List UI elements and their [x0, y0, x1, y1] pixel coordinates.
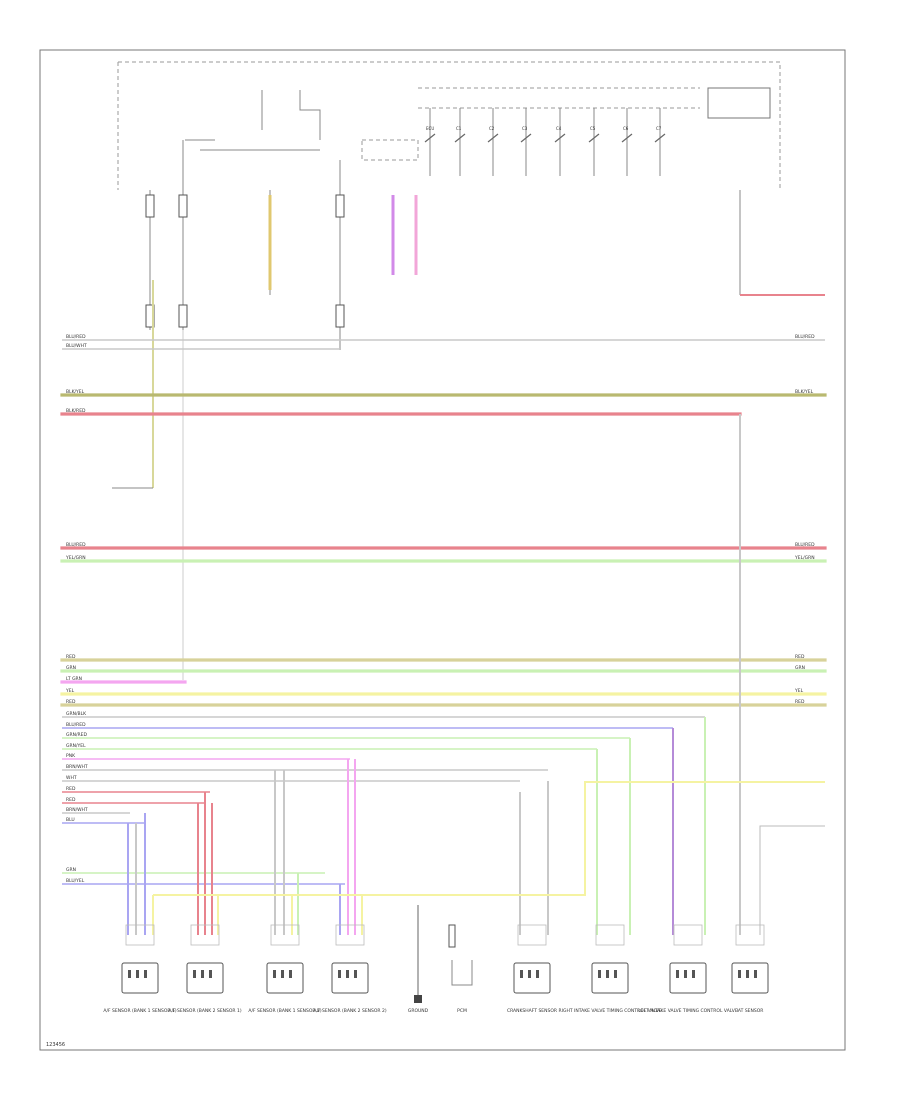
yellow-signal-wire [153, 781, 825, 896]
component: IAT SENSOR [731, 924, 769, 1014]
wire-color-label: GRN/YEL [66, 743, 86, 749]
component: GROUND [408, 905, 429, 1014]
switch-label: C1 [456, 126, 462, 131]
svg-text:CRANKSHAFT SENSOR: CRANKSHAFT SENSOR [507, 1008, 557, 1014]
svg-text:A/F SENSOR (BANK 2 SENSOR 1): A/F SENSOR (BANK 2 SENSOR 1) [168, 1008, 241, 1014]
switch-contact [454, 133, 466, 143]
switch-label: C5 [590, 126, 596, 131]
wire-color-label: BLU/WHT [66, 343, 87, 349]
switch-label: C2 [489, 126, 495, 131]
svg-text:A/F SENSOR (BANK 2 SENSOR 2): A/F SENSOR (BANK 2 SENSOR 2) [313, 1008, 386, 1014]
diagram-frame [39, 49, 846, 1051]
switch-label: C6 [623, 126, 629, 131]
wire-color-label: BLK/YEL [795, 389, 814, 395]
wire-color-label: GRN [66, 867, 76, 873]
horizontal-wire-layer: BLU/RED BLU/RED BLU/WHT BLK/YEL BLK/YEL BLK/R… [60, 334, 827, 885]
relay-box-outline [361, 87, 700, 161]
switch-contact [588, 133, 600, 143]
wire-color-label: BLU/RED [66, 334, 86, 340]
wire-color-label: BLU [66, 817, 75, 823]
wire-color-label: WHT [66, 775, 77, 781]
wire-color-label: GRN/BLK [66, 711, 87, 717]
switch-label: C3 [522, 126, 528, 131]
wire-color-label: PNK [66, 753, 76, 759]
component: A/F SENSOR (BANK 1 SENSOR 2) [248, 924, 322, 1014]
component: A/F SENSOR (BANK 2 SENSOR 2) [313, 924, 387, 1014]
wire-color-label: BLU/YEL [66, 878, 85, 884]
wire-color-label: YEL/GRN [65, 555, 86, 561]
wire-color-label: YEL/GRN [794, 555, 815, 561]
wire-color-label: YEL [65, 688, 75, 694]
control-unit-box [707, 87, 771, 119]
svg-text:RIGHT INTAKE VALVE TIMING CONT: RIGHT INTAKE VALVE TIMING CONTROL VALVE [559, 1008, 662, 1014]
switch-contact [621, 133, 633, 143]
wire-color-label: BLU/RED [66, 722, 86, 728]
switch-contact [487, 133, 499, 143]
switch-label: C7 [656, 126, 662, 131]
svg-text:A/F SENSOR (BANK 1 SENSOR 2): A/F SENSOR (BANK 1 SENSOR 2) [248, 1008, 321, 1014]
wire-color-label: BLU/RED [795, 334, 815, 340]
switch-contact [520, 133, 532, 143]
component: LEFT INTAKE VALVE TIMING CONTROL VALVE [638, 924, 738, 1014]
wire-color-label: BRN/WHT [66, 807, 88, 813]
svg-text:IAT SENSOR: IAT SENSOR [737, 1008, 764, 1014]
footer-id: 123456 [46, 1042, 65, 1048]
wire-color-label: RED [66, 797, 76, 803]
wire-color-label: RED [66, 699, 76, 705]
wire-color-label: BLU/RED [66, 542, 86, 548]
vertical-wire-layer [127, 414, 825, 935]
wire-color-label: BRN/WHT [66, 764, 88, 770]
wire-color-label: RED [795, 654, 805, 660]
wire-color-label: LT GRN [66, 676, 82, 682]
svg-text:GROUND: GROUND [408, 1008, 429, 1014]
wire-color-label: RED [795, 699, 805, 705]
component: A/F SENSOR (BANK 1 SENSOR 1) [103, 924, 177, 1014]
switch-label: C4 [556, 126, 562, 131]
component: CRANKSHAFT SENSOR [507, 924, 557, 1014]
svg-text:PCM: PCM [457, 1008, 467, 1014]
wire-color-label: RED [66, 654, 76, 660]
wire-color-label: RED [66, 786, 76, 792]
upper-left-circuit [112, 90, 825, 680]
component-layer: A/F SENSOR (BANK 1 SENSOR 1)A/F SENSOR (… [103, 905, 769, 1014]
switch-contact [424, 133, 436, 143]
svg-text:LEFT INTAKE VALVE TIMING CONTR: LEFT INTAKE VALVE TIMING CONTROL VALVE [638, 1008, 738, 1014]
wire-color-label: GRN/RED [66, 732, 87, 738]
component: RIGHT INTAKE VALVE TIMING CONTROL VALVE [559, 924, 662, 1014]
svg-text:A/F SENSOR (BANK 1 SENSOR 1): A/F SENSOR (BANK 1 SENSOR 1) [103, 1008, 176, 1014]
component: A/F SENSOR (BANK 2 SENSOR 1) [168, 924, 242, 1014]
wire-color-label: GRN [66, 665, 76, 671]
wire-color-label: YEL [794, 688, 804, 694]
wire-color-label: GRN [795, 665, 805, 671]
wire-color-label: BLK/YEL [66, 389, 85, 395]
switch-contact [554, 133, 566, 143]
switch-label: ECU [426, 126, 434, 131]
module-switches: ECU C1 C2 C3 C4 C5 C6 C7 [424, 108, 666, 176]
iat-return-wire [759, 825, 825, 935]
wire-color-label: BLU/RED [795, 542, 815, 548]
module-housing-outline [117, 61, 781, 190]
switch-contact [654, 133, 666, 143]
wire-color-label: BLK/RED [66, 408, 86, 414]
component: PCM [448, 924, 473, 1014]
